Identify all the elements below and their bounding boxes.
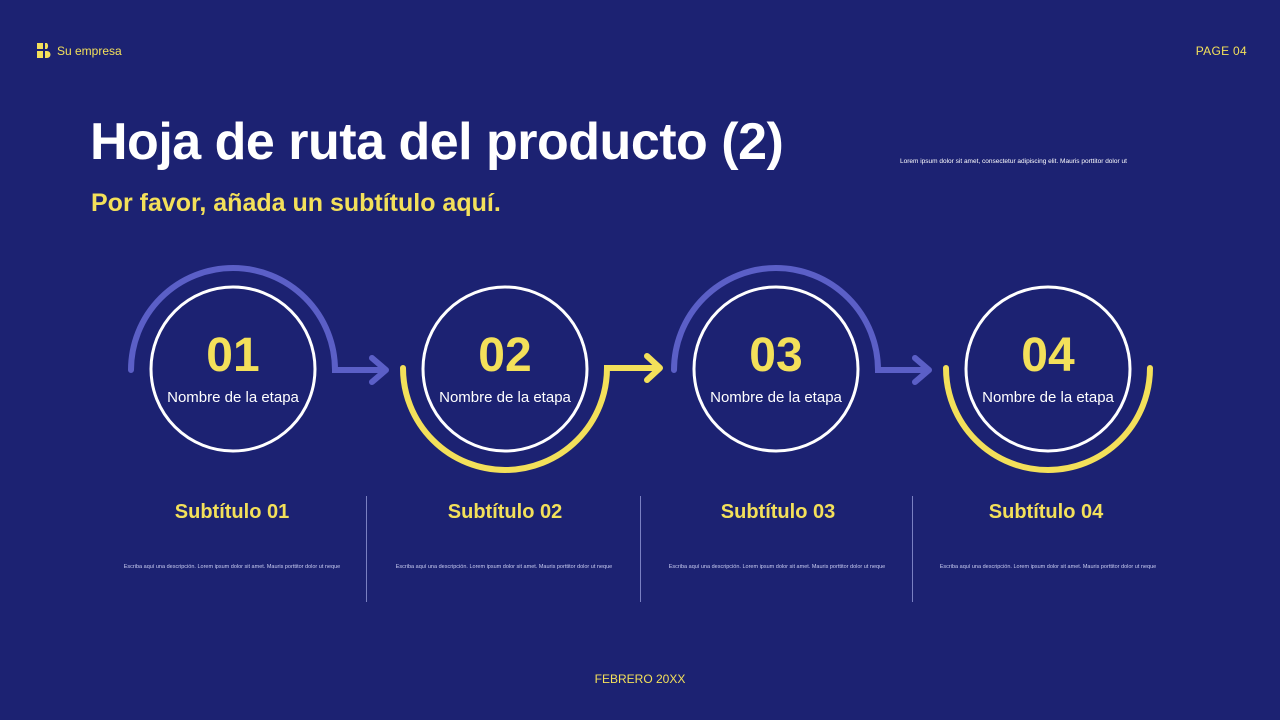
page-number: PAGE 04 — [1195, 44, 1247, 58]
footer-date: FEBRERO 20XX — [594, 672, 686, 686]
step-01-description: Escriba aquí una descripción. Lorem ipsu… — [123, 564, 341, 570]
step-02-subtitle: Subtítulo 02 — [447, 501, 563, 523]
page-title: Hoja de ruta del producto (2) — [90, 113, 784, 171]
step-01-name: Nombre de la etapa — [167, 389, 299, 406]
step-01-circle — [149, 285, 317, 453]
step-04-circle — [964, 285, 1132, 453]
page-subtitle: Por favor, añada un subtítulo aquí. — [91, 189, 501, 217]
step-03-circle — [692, 285, 860, 453]
step-01-number: 01 — [206, 329, 260, 382]
step-04-closing-arc — [943, 365, 1153, 473]
step-02-connector-arc — [400, 365, 658, 473]
step-04-name: Nombre de la etapa — [982, 389, 1114, 406]
column-divider — [366, 496, 367, 602]
company-brand: Su empresa — [37, 43, 122, 58]
step-01-subtitle: Subtítulo 01 — [174, 501, 290, 523]
arrow-right-icon — [644, 353, 663, 383]
column-divider — [912, 496, 913, 602]
step-04-subtitle: Subtítulo 04 — [988, 501, 1104, 523]
step-01-connector-arc — [128, 265, 383, 373]
logo-icon — [37, 43, 51, 58]
arrow-right-icon — [369, 355, 389, 385]
arrow-right-icon — [912, 355, 932, 385]
step-03-name: Nombre de la etapa — [710, 389, 842, 406]
company-name: Su empresa — [57, 43, 122, 58]
step-03-description: Escriba aquí una descripción. Lorem ipsu… — [668, 564, 886, 570]
step-03-connector-arc — [671, 265, 926, 373]
step-03-subtitle: Subtítulo 03 — [720, 501, 836, 523]
step-02-circle — [421, 285, 589, 453]
column-divider — [640, 496, 641, 602]
step-02-number: 02 — [478, 329, 532, 382]
side-note: Lorem ipsum dolor sit amet, consectetur … — [900, 158, 1127, 165]
step-02-name: Nombre de la etapa — [439, 389, 571, 406]
step-04-number: 04 — [1021, 329, 1075, 382]
step-02-description: Escriba aquí una descripción. Lorem ipsu… — [395, 564, 613, 570]
step-03-number: 03 — [749, 329, 803, 382]
step-04-description: Escriba aquí una descripción. Lorem ipsu… — [939, 564, 1157, 570]
